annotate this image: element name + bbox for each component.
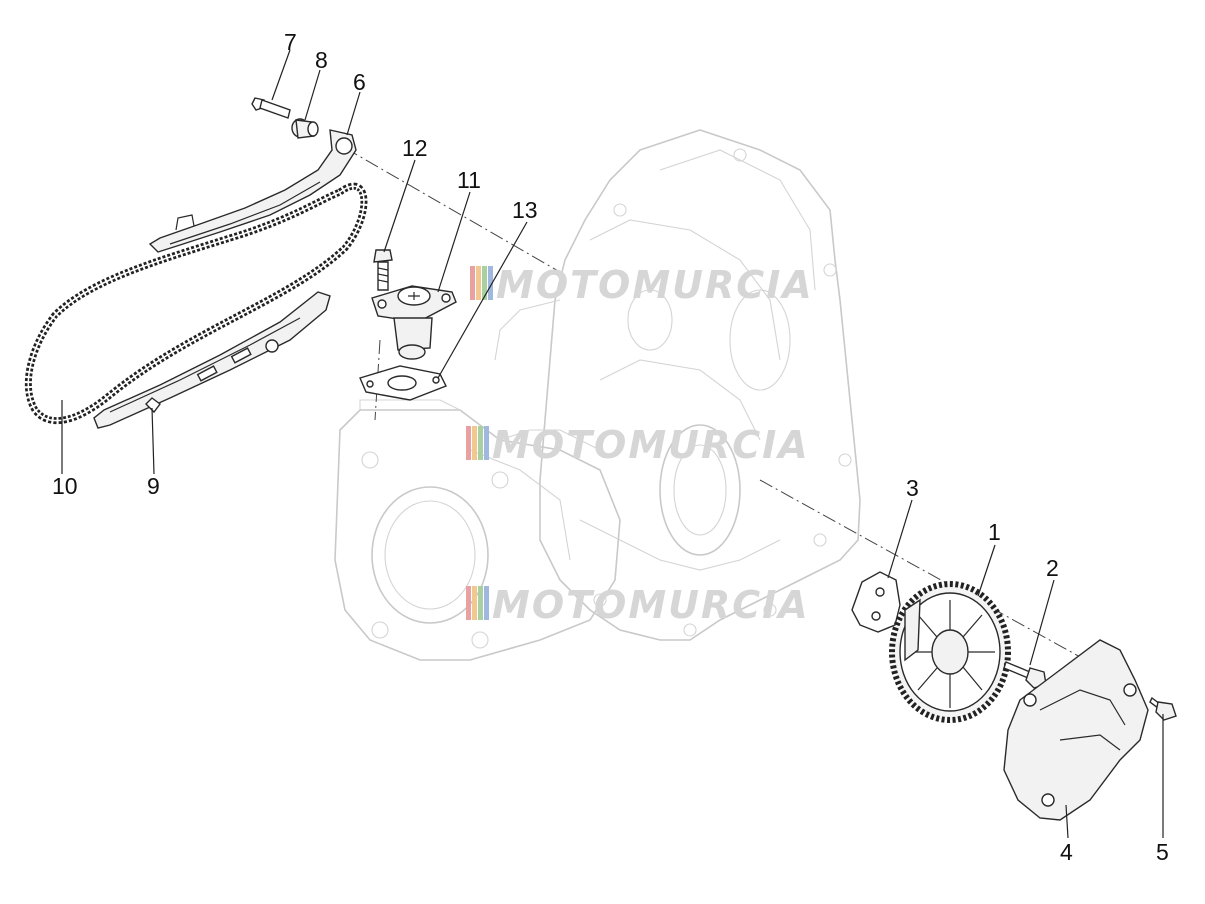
wm-stripe (466, 586, 471, 620)
callout-7: 7 (284, 29, 297, 55)
chain-guide-part (93, 291, 331, 429)
callout-13: 13 (512, 197, 538, 223)
callout-12: 12 (402, 135, 428, 161)
leader-lines (61, 49, 1164, 839)
oil-pump-gear-part (889, 581, 1011, 723)
cylinder-ghost (334, 399, 621, 661)
callout-1: 1 (988, 519, 1001, 545)
wm-stripe (482, 266, 487, 300)
callout-labels: 7 8 6 12 11 13 10 9 3 1 2 4 5 (52, 29, 1169, 865)
watermark-text: MOTOMURCIA (496, 263, 814, 307)
pivot-bolt-part (251, 97, 291, 119)
watermark-middle: MOTOMURCIA (466, 423, 810, 467)
watermark-top: MOTOMURCIA (470, 263, 814, 307)
callout-10: 10 (52, 473, 78, 499)
wm-stripe (488, 266, 493, 300)
oil-pump-cover-part (1003, 639, 1149, 821)
callout-9: 9 (147, 473, 160, 499)
callout-6: 6 (353, 69, 366, 95)
callout-2: 2 (1046, 555, 1059, 581)
tensioner-screw-part (373, 249, 393, 291)
pump-bolt-part (1003, 661, 1047, 689)
wm-stripe (476, 266, 481, 300)
wm-stripe (472, 586, 477, 620)
tensioner-slider-part (148, 129, 357, 253)
callout-8: 8 (315, 47, 328, 73)
callout-11: 11 (457, 167, 481, 193)
callout-5: 5 (1156, 839, 1169, 865)
spacer-bushing-part (291, 118, 319, 139)
callout-4: 4 (1060, 839, 1073, 865)
tensioner-gasket-part (359, 365, 447, 401)
wm-stripe (484, 426, 489, 460)
timing-chain-part (24, 182, 368, 425)
watermark-bottom: MOTOMURCIA (466, 583, 810, 627)
wm-stripe (470, 266, 475, 300)
watermark-text: MOTOMURCIA (492, 423, 810, 467)
wm-stripe (478, 426, 483, 460)
chain-tensioner-part (371, 285, 457, 360)
cover-screw-part (1149, 696, 1177, 721)
crankcase-ghost (494, 129, 861, 641)
callout-3: 3 (906, 475, 919, 501)
wm-stripe (484, 586, 489, 620)
wm-stripe (466, 426, 471, 460)
wm-stripe (472, 426, 477, 460)
wm-stripe (478, 586, 483, 620)
pump-gasket-plate-part (851, 571, 901, 633)
watermark-text: MOTOMURCIA (492, 583, 810, 627)
